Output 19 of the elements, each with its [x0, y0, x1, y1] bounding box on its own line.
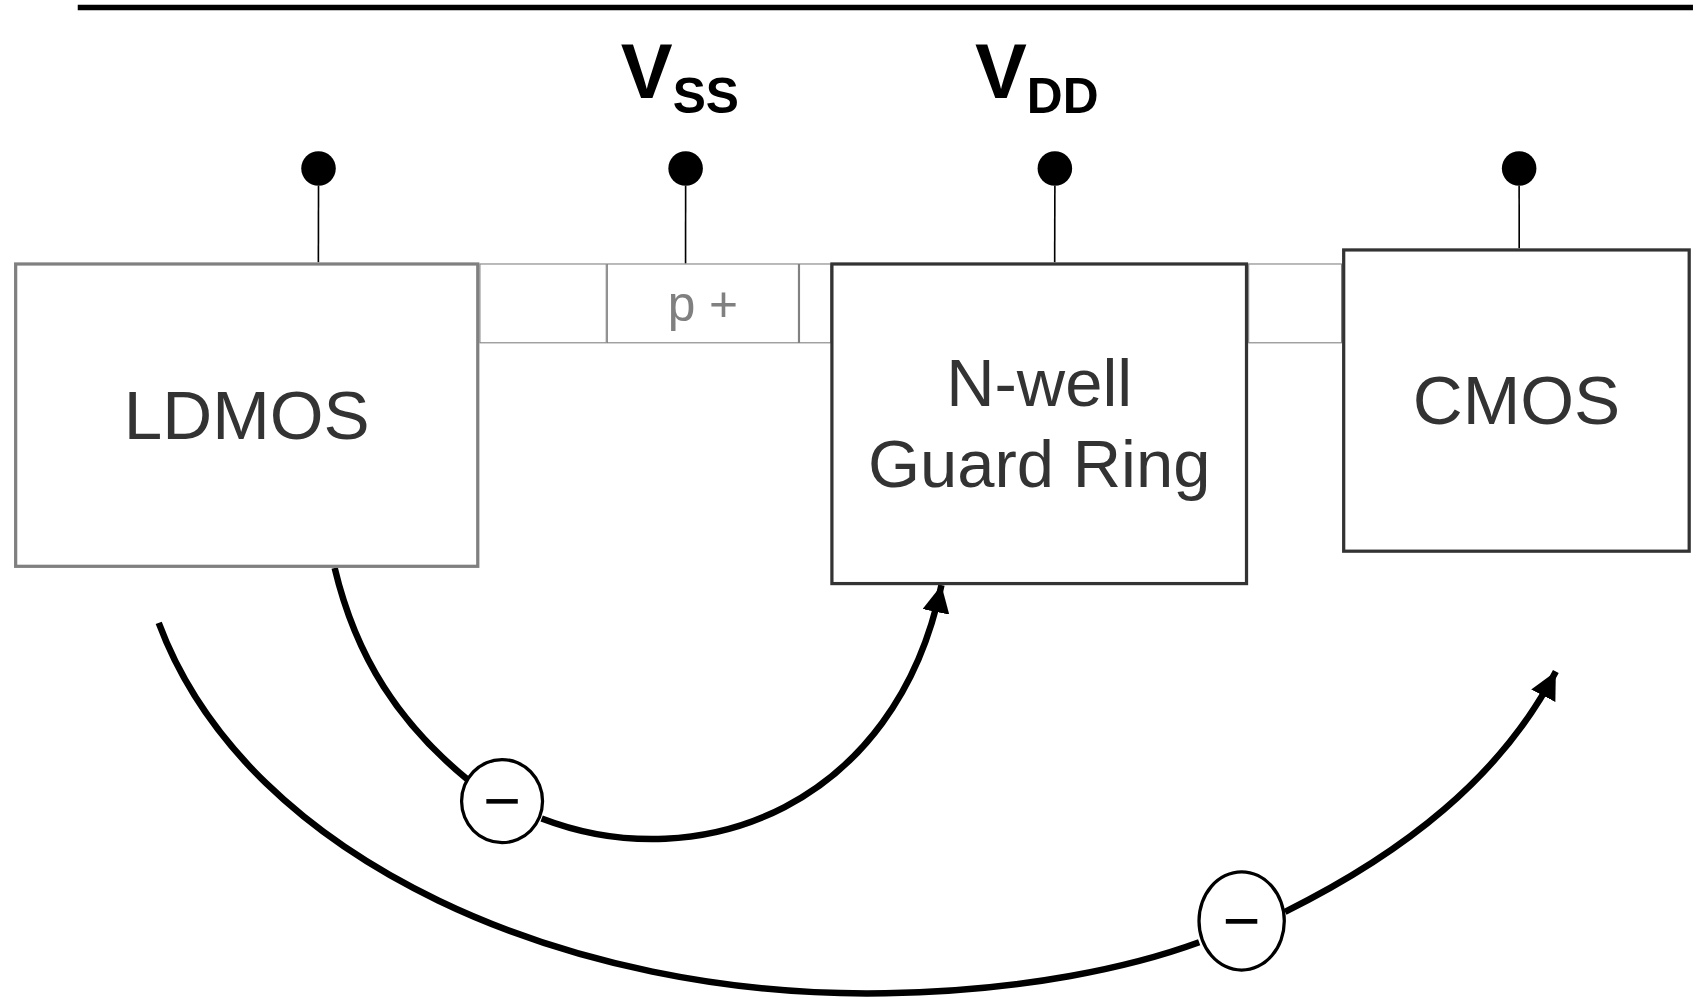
device-block: CMOS — [1342, 248, 1691, 553]
terminal-dot — [1037, 151, 1073, 186]
device-block: LDMOS — [14, 262, 480, 568]
terminal-wire — [317, 184, 320, 264]
terminal-dot — [301, 151, 336, 186]
supply-label: V$_{DD}$ — [974, 32, 1099, 121]
current-path — [331, 567, 470, 782]
supply-label: V$_{SS}$ — [620, 32, 739, 121]
arrow — [540, 584, 948, 842]
charge-circle: − — [1197, 870, 1286, 972]
guard-ring-block: N-well Guard Ring — [830, 262, 1249, 586]
current-path — [155, 621, 1201, 997]
terminal-dot — [1501, 151, 1537, 186]
charge-circle: − — [459, 757, 545, 845]
terminal-wire — [1053, 184, 1056, 264]
terminal-wire — [684, 184, 687, 265]
terminal-wire — [1518, 184, 1521, 250]
terminal-dot — [668, 151, 703, 186]
arrow — [1283, 669, 1559, 915]
